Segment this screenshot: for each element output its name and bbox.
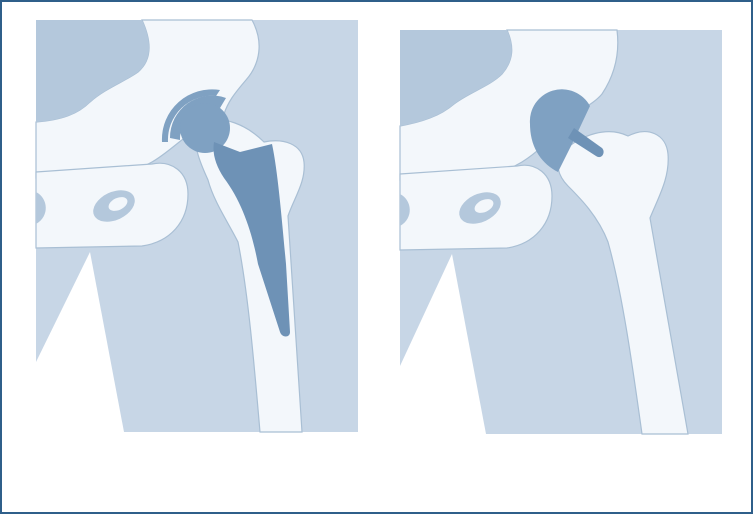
panel-hip-resurfacing [400,30,722,434]
panel-total-hip-replacement [36,20,358,432]
